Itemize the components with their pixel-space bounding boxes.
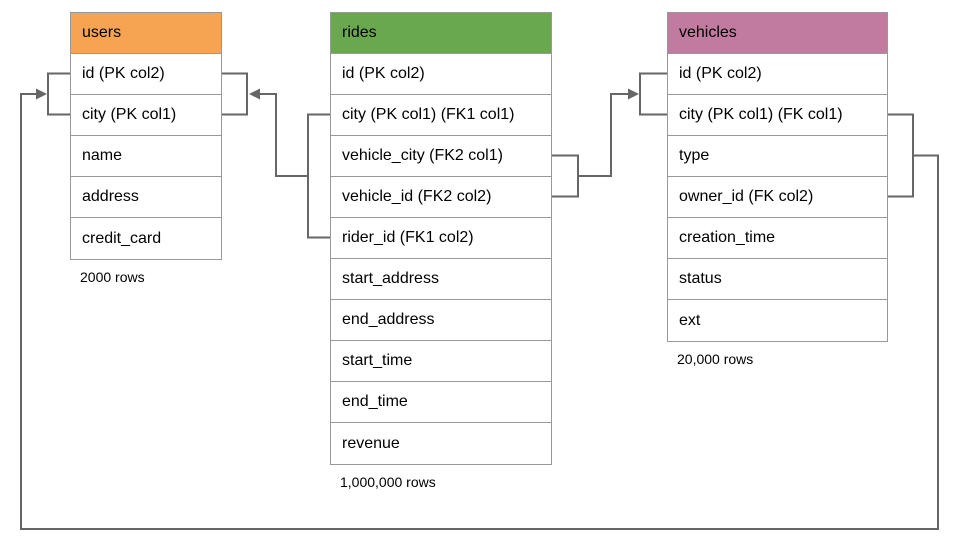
- table-vehicles-row-count: 20,000 rows: [677, 351, 754, 367]
- table-rides-row-count: 1,000,000 rows: [340, 474, 436, 490]
- table-vehicles-header: vehicles: [668, 13, 887, 54]
- vehicles-right-bracket: [888, 113, 914, 198]
- rides-left-bracket: [307, 113, 330, 239]
- table-column-row: start_time: [331, 341, 551, 382]
- relationship-rides-to-users: [222, 72, 330, 239]
- table-column-row: ext: [668, 300, 887, 341]
- table-users-row-count: 2000 rows: [80, 269, 145, 285]
- rides-right-bracket: [552, 154, 579, 198]
- table-vehicles: vehicles id (PK col2)city (PK col1) (FK …: [667, 12, 888, 367]
- table-column-row: city (PK col1): [71, 95, 221, 136]
- table-rides-header: rides: [331, 13, 551, 54]
- table-column-row: credit_card: [71, 218, 221, 259]
- table-rides-box: rides id (PK col2)city (PK col1) (FK1 co…: [330, 12, 552, 465]
- table-column-row: address: [71, 177, 221, 218]
- table-column-row: vehicle_city (FK2 col1): [331, 136, 551, 177]
- arrowhead-to-users-outer-icon: [36, 88, 47, 100]
- table-column-row: revenue: [331, 423, 551, 464]
- relationship-rides-to-vehicles: [552, 72, 667, 198]
- table-column-row: id (PK col2): [668, 54, 887, 95]
- table-column-row: end_address: [331, 300, 551, 341]
- table-rides: rides id (PK col2)city (PK col1) (FK1 co…: [330, 12, 552, 490]
- table-column-row: start_address: [331, 259, 551, 300]
- table-column-row: owner_id (FK col2): [668, 177, 887, 218]
- vehicles-left-bracket: [639, 72, 667, 116]
- table-column-row: type: [668, 136, 887, 177]
- table-column-row: name: [71, 136, 221, 177]
- table-column-row: status: [668, 259, 887, 300]
- arrowhead-to-users-icon: [249, 88, 260, 100]
- table-column-row: creation_time: [668, 218, 887, 259]
- table-column-row: city (PK col1) (FK1 col1): [331, 95, 551, 136]
- table-vehicles-columns: id (PK col2)city (PK col1) (FK col1)type…: [668, 54, 887, 341]
- table-users-header: users: [71, 13, 221, 54]
- table-column-row: end_time: [331, 382, 551, 423]
- rides-users-link-line: [260, 93, 308, 177]
- rides-vehicles-link-line: [578, 93, 628, 177]
- users-left-bracket: [47, 72, 70, 116]
- table-rides-columns: id (PK col2)city (PK col1) (FK1 col1)veh…: [331, 54, 551, 464]
- users-right-bracket: [222, 72, 248, 116]
- table-column-row: vehicle_id (FK2 col2): [331, 177, 551, 218]
- arrowhead-to-vehicles-icon: [628, 88, 639, 100]
- table-column-row: id (PK col2): [71, 54, 221, 95]
- table-column-row: city (PK col1) (FK col1): [668, 95, 887, 136]
- table-column-row: id (PK col2): [331, 54, 551, 95]
- table-column-row: rider_id (FK1 col2): [331, 218, 551, 259]
- table-vehicles-box: vehicles id (PK col2)city (PK col1) (FK …: [667, 12, 888, 342]
